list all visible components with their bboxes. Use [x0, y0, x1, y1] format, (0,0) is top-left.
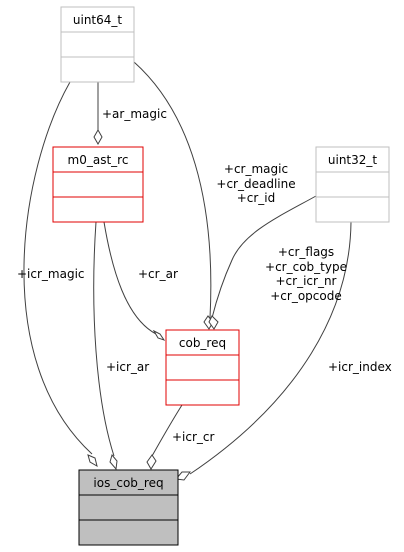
aggregation-diamonds	[87, 128, 219, 481]
class-box-uint64-t	[60, 6, 135, 83]
class-ios-cob-req[interactable]: ios_cob_req	[78, 469, 179, 546]
diamond-cr-ar	[152, 329, 166, 341]
edge-icr-ar	[93, 221, 115, 457]
label-cr-id: +cr_id	[237, 191, 276, 205]
class-name-ios-cob-req: ios_cob_req	[93, 476, 163, 490]
class-name-m0-ast-rc: m0_ast_rc	[68, 153, 129, 167]
relation-labels: +ar_magic +cr_magic +cr_deadline +cr_id …	[17, 107, 392, 444]
edge-cr-ar	[103, 221, 157, 335]
label-icr-cr: +icr_cr	[172, 430, 215, 444]
class-m0-ast-rc[interactable]: m0_ast_rc	[52, 146, 144, 223]
class-uint64-t[interactable]: uint64_t	[60, 6, 135, 83]
label-icr-magic: +icr_magic	[17, 267, 85, 281]
edge-cob-req-fields32	[211, 195, 317, 319]
class-name-uint32-t: uint32_t	[328, 153, 378, 167]
edge-icr-index	[189, 221, 352, 475]
edge-icr-cr	[151, 404, 183, 457]
label-ar-magic: +ar_magic	[102, 107, 167, 121]
label-cr-magic: +cr_magic	[224, 162, 288, 176]
diamond-icr-ar	[109, 453, 118, 471]
label-cr-icr-nr: +cr_icr_nr	[276, 274, 337, 288]
edge-icr-magic	[23, 81, 93, 455]
label-icr-index: +icr_index	[328, 360, 392, 374]
label-cr-flags: +cr_flags	[278, 245, 334, 259]
label-icr-ar: +icr_ar	[106, 360, 149, 374]
class-uint32-t[interactable]: uint32_t	[315, 146, 390, 223]
label-cr-deadline: +cr_deadline	[216, 177, 295, 191]
diamond-ar-magic	[93, 128, 103, 146]
label-cr-opcode: +cr_opcode	[270, 289, 341, 303]
label-cr-ar: +cr_ar	[138, 267, 178, 281]
diamond-cob-req-fields32	[208, 315, 219, 330]
diamond-icr-cr	[146, 454, 157, 470]
class-name-uint64-t: uint64_t	[73, 13, 123, 27]
class-name-cob-req: cob_req	[179, 336, 226, 350]
label-cr-cob-type: +cr_cob_type	[265, 260, 347, 274]
relation-edges	[23, 61, 352, 475]
edge-cob-req-fields64	[133, 61, 212, 319]
class-box-m0-ast-rc	[52, 146, 144, 223]
class-box-cob-req	[165, 329, 240, 406]
class-box-uint32-t	[315, 146, 390, 223]
class-cob-req[interactable]: cob_req	[165, 329, 240, 406]
class-box-ios-cob-req	[78, 469, 179, 546]
diamond-icr-magic	[87, 454, 98, 468]
